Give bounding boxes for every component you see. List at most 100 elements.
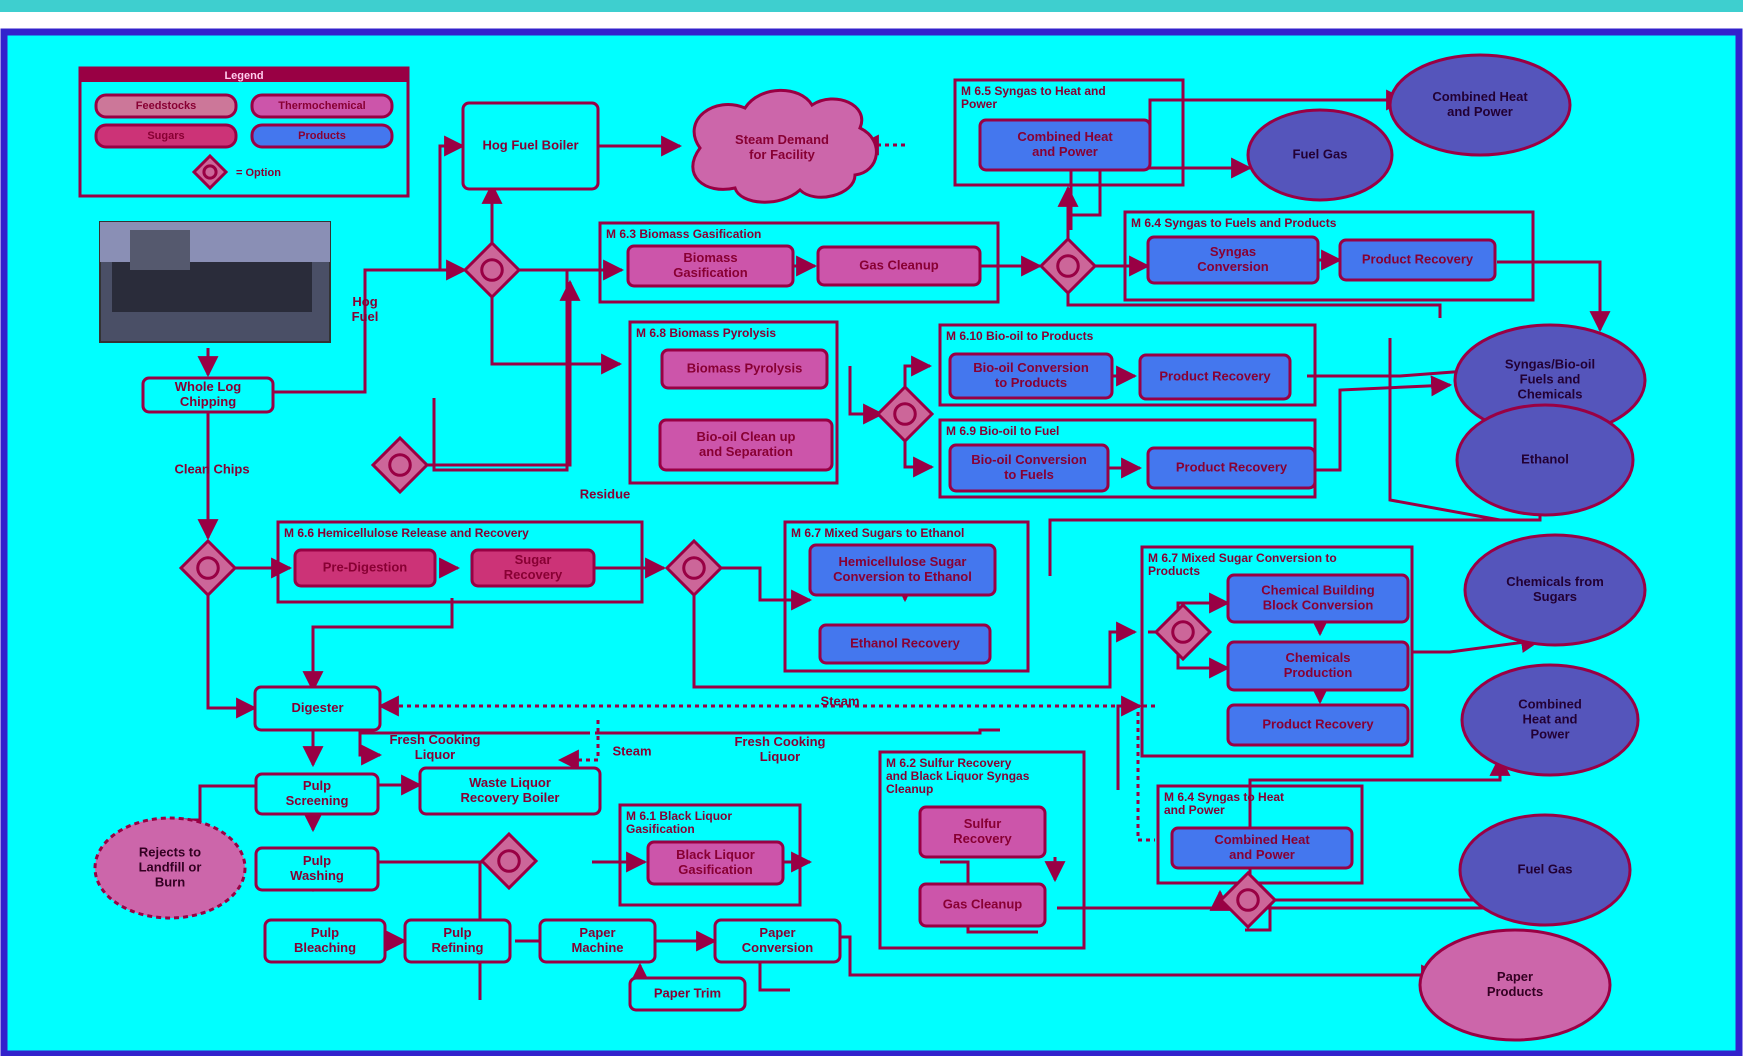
- biomass-gasification-text-line-2: Gasification: [673, 265, 747, 280]
- output-chemicals-from-sugars-text-line-1: Chemicals from: [1506, 574, 1604, 589]
- pulp-screening-text-line-2: Screening: [286, 793, 349, 808]
- option-circle: [1173, 622, 1194, 643]
- combined-heat-power-bottom-text-line-2: and Power: [1229, 847, 1295, 862]
- sugar-recovery-text-line-1: Sugar: [515, 552, 552, 567]
- container-m651-title-line-1: M 6.1 Black Liquor: [626, 809, 732, 823]
- biomass-gasification-text-line-1: Biomass: [683, 250, 737, 265]
- output-chp-bottom-text-line-1: Combined: [1518, 696, 1582, 711]
- steam-label-2: Steam: [612, 743, 651, 758]
- ethanol-recovery-text: Ethanol Recovery: [850, 635, 961, 650]
- gas-cleanup-top-text: Gas Cleanup: [859, 257, 939, 272]
- black-liquor-gasification-text-line-2: Gasification: [678, 862, 752, 877]
- container-m653-title: M 6.3 Biomass Gasification: [606, 227, 761, 241]
- output-chemicals-from-sugars-text-line-2: Sugars: [1533, 589, 1577, 604]
- pre-digestion-text: Pre-Digestion: [323, 559, 408, 574]
- chemical-building-block-text-line-2: Block Conversion: [1263, 597, 1374, 612]
- legend-item-2: Sugars: [147, 130, 184, 142]
- output-syngas-biooil-fuels-text-line-1: Syngas/Bio-oil: [1505, 356, 1595, 371]
- option-circle: [390, 455, 411, 476]
- bio-oil-cleanup-text-line-2: and Separation: [699, 444, 793, 459]
- option-circle: [1058, 256, 1079, 277]
- chemical-building-block-text-line-1: Chemical Building: [1261, 582, 1374, 597]
- container-m654b-title-line-2: and Power: [1164, 803, 1225, 817]
- steam-label-1: Steam: [820, 693, 859, 708]
- output-chp-top-text-line-1: Combined Heat: [1432, 89, 1528, 104]
- legend-option-label: = Option: [236, 167, 281, 179]
- fresh-cooking-liquor-label-2-line-1: Fresh Cooking: [734, 734, 825, 749]
- hemicellulose-sugar-conv-text-line-2: Conversion to Ethanol: [833, 569, 972, 584]
- product-recovery-syngas-text: Product Recovery: [1362, 251, 1474, 266]
- option-circle: [499, 851, 520, 872]
- residue-label: Residue: [580, 486, 631, 501]
- bio-oil-conv-fuels-text-line-1: Bio-oil Conversion: [971, 452, 1087, 467]
- hemicellulose-sugar-conv-text-line-1: Hemicellulose Sugar: [839, 554, 967, 569]
- waste-liquor-boiler-text-line-2: Recovery Boiler: [461, 790, 560, 805]
- output-chp-top-text-line-2: and Power: [1447, 104, 1513, 119]
- hog-fuel-boiler-text: Hog Fuel Boiler: [482, 137, 578, 152]
- paper-trim-text: Paper Trim: [654, 985, 721, 1000]
- legend-item-1: Thermochemical: [278, 100, 365, 112]
- bio-oil-conv-products-text-line-1: Bio-oil Conversion: [973, 360, 1089, 375]
- output-rejects-text-line-2: Landfill or: [139, 859, 202, 874]
- container-m659-title: M 6.9 Bio-oil to Fuel: [946, 424, 1059, 438]
- gas-cleanup-bottom-text: Gas Cleanup: [943, 896, 1023, 911]
- pulp-bleaching-text-line-2: Bleaching: [294, 940, 356, 955]
- bio-oil-cleanup-text-line-1: Bio-oil Clean up: [697, 429, 796, 444]
- combined-heat-power-top-text-line-2: and Power: [1032, 144, 1098, 159]
- paper-conversion-text-line-2: Conversion: [742, 940, 814, 955]
- output-ethanol-text: Ethanol: [1521, 451, 1569, 466]
- pulp-bleaching-text-line-1: Pulp: [311, 925, 339, 940]
- container-m6510-title: M 6.10 Bio-oil to Products: [946, 329, 1094, 343]
- clean-chips-label: Clean Chips: [174, 461, 249, 476]
- product-recovery-biooil-products-text: Product Recovery: [1159, 368, 1271, 383]
- paper-machine-text-line-2: Machine: [571, 940, 623, 955]
- bio-oil-conv-fuels-text-line-2: to Fuels: [1004, 467, 1054, 482]
- fresh-cooking-liquor-label-1-line-2: Liquor: [415, 747, 455, 762]
- sulfur-recovery-text-line-1: Sulfur: [964, 816, 1002, 831]
- sulfur-recovery-text-line-2: Recovery: [953, 831, 1012, 846]
- output-chp-bottom-text-line-3: Power: [1530, 726, 1569, 741]
- option-circle: [198, 558, 219, 579]
- digester-text: Digester: [291, 700, 343, 715]
- legend-item-3: Products: [298, 130, 346, 142]
- paper-machine-text-line-1: Paper: [579, 925, 615, 940]
- option-circle: [684, 558, 705, 579]
- chemicals-production-text-line-1: Chemicals: [1285, 650, 1350, 665]
- top-band: [0, 0, 1743, 12]
- container-m657b-title-line-1: M 6.7 Mixed Sugar Conversion to: [1148, 551, 1337, 565]
- container-m652-title-line-3: Cleanup: [886, 782, 933, 796]
- pulp-screening-text-line-1: Pulp: [303, 778, 331, 793]
- hog-fuel-label-line-1: Hog: [352, 294, 377, 309]
- pulp-washing-text-line-1: Pulp: [303, 853, 331, 868]
- output-steam-demand-text-line-1: Steam Demand: [735, 132, 829, 147]
- paper-conversion-text-line-1: Paper: [759, 925, 795, 940]
- option-circle: [895, 404, 916, 425]
- output-fuel-gas-top-text: Fuel Gas: [1293, 146, 1348, 161]
- combined-heat-power-bottom-text-line-1: Combined Heat: [1214, 832, 1310, 847]
- pulp-washing-text-line-2: Washing: [290, 868, 344, 883]
- output-rejects-text-line-3: Burn: [155, 874, 185, 889]
- container-m652-title-line-2: and Black Liquor Syngas: [886, 769, 1030, 783]
- pulp-refining-text-line-1: Pulp: [443, 925, 471, 940]
- product-recovery-chem-text: Product Recovery: [1262, 716, 1374, 731]
- biomass-pyrolysis-text: Biomass Pyrolysis: [687, 360, 803, 375]
- option-circle: [204, 166, 216, 178]
- output-steam-demand-text-line-2: for Facility: [749, 147, 816, 162]
- output-paper-products-text-line-1: Paper: [1497, 969, 1533, 984]
- container-m655-title-line-2: Power: [961, 97, 997, 111]
- container-m652-title-line-1: M 6.2 Sulfur Recovery: [886, 756, 1012, 770]
- bio-oil-conv-products-text-line-2: to Products: [995, 375, 1067, 390]
- pulp-refining-text-line-2: Refining: [432, 940, 484, 955]
- container-m657a-title: M 6.7 Mixed Sugars to Ethanol: [791, 526, 964, 540]
- container-m657b-title-line-2: Products: [1148, 564, 1200, 578]
- fresh-cooking-liquor-label-1-line-1: Fresh Cooking: [389, 732, 480, 747]
- photo-machine: [130, 230, 190, 270]
- hog-fuel-label-line-2: Fuel: [352, 309, 379, 324]
- whole-log-chipping-text-line-1: Whole Log: [175, 379, 241, 394]
- sugar-recovery-text-line-2: Recovery: [504, 567, 563, 582]
- syngas-conversion-text-line-2: Conversion: [1197, 259, 1269, 274]
- option-circle: [1238, 890, 1259, 911]
- output-syngas-biooil-fuels-text-line-2: Fuels and: [1520, 371, 1581, 386]
- output-syngas-biooil-fuels-text-line-3: Chemicals: [1517, 386, 1582, 401]
